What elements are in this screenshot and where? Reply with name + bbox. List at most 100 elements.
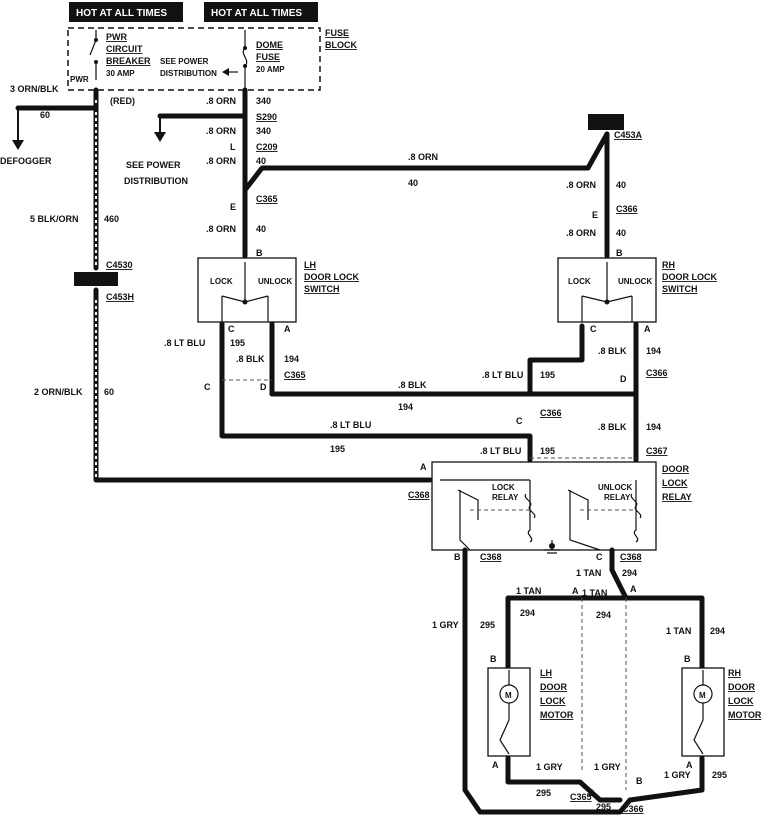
center-e: E (230, 202, 236, 212)
motor-gry4: 1 GRY (664, 770, 691, 780)
motor-c366: C366 (622, 804, 644, 814)
mid-blu: .8 LT BLU (330, 420, 371, 430)
left-red: (RED) (110, 96, 135, 106)
left-c4530: C4530 (106, 260, 133, 270)
lh-motor-m: M (505, 691, 512, 700)
left-wire-2: 2 ORN/BLK (34, 387, 83, 397)
lh-blk: .8 BLK (236, 354, 265, 364)
rh-c453a: C453A (614, 130, 643, 140)
rh-d: D (620, 374, 627, 384)
mid-195: 195 (330, 444, 345, 454)
rh-switch-c: C (590, 324, 597, 334)
center-s290: S290 (256, 112, 277, 122)
motor-294c: 294 (596, 610, 611, 620)
relay-lock-2: RELAY (492, 493, 519, 502)
motor-c365: C365 (570, 792, 592, 802)
relay-unlock-2: RELAY (604, 493, 631, 502)
lh-motor-1: LH (540, 668, 552, 678)
center-b: B (256, 248, 263, 258)
center-top-40: 40 (408, 178, 418, 188)
motor-b4: B (636, 776, 643, 786)
rh-195: 195 (540, 370, 555, 380)
motor-tan1: 1 TAN (576, 568, 601, 578)
center-see-power-2: DISTRIBUTION (124, 176, 188, 186)
rh-switch-title-3: SWITCH (662, 284, 698, 294)
breaker-label-2: CIRCUIT (106, 44, 143, 54)
motor-a2: A (630, 584, 637, 594)
rh-motor-1: RH (728, 668, 741, 678)
relay-title-2: LOCK (662, 478, 688, 488)
breaker-label-1: PWR (106, 32, 127, 42)
fuse-block-outline (67, 27, 321, 91)
motor-b1: B (490, 654, 497, 664)
relay-c368b: C368 (480, 552, 502, 562)
fuse-see-power-2: DISTRIBUTION (160, 69, 217, 78)
relay-title-3: RELAY (662, 492, 692, 502)
center-c365a: C365 (256, 194, 278, 204)
relay-lock-1: LOCK (492, 483, 515, 492)
rh-blk: .8 BLK (598, 346, 627, 356)
breaker-symbol (89, 30, 97, 80)
dome-fuse-symbol (242, 30, 248, 90)
mid-194b: 194 (646, 422, 661, 432)
motor-295b: 295 (536, 788, 551, 798)
header-hot-2: HOT AT ALL TIMES (211, 8, 302, 19)
center-orn-340a: .8 ORN (206, 96, 236, 106)
fuse-label-1: DOME (256, 40, 283, 50)
rh-motor-4: MOTOR (728, 710, 762, 720)
lh-c2: C (204, 382, 211, 392)
pwr-tag: PWR (70, 75, 89, 84)
mid-194: 194 (398, 402, 413, 412)
rh-orn-40b: .8 ORN (566, 228, 596, 238)
rh-e: E (592, 210, 598, 220)
lh-switch-c: C (228, 324, 235, 334)
motor-295c: 295 (596, 802, 611, 812)
lh-switch-a: A (284, 324, 291, 334)
header-box-1 (69, 2, 183, 22)
motor-294d: 294 (710, 626, 725, 636)
center-top-orn: .8 ORN (408, 152, 438, 162)
relay-internals (440, 479, 639, 551)
motor-295d: 295 (712, 770, 727, 780)
lh-motor-3: LOCK (540, 696, 566, 706)
fuse-label-2: FUSE (256, 52, 280, 62)
lh-switch-title-1: LH (304, 260, 316, 270)
lh-motor-4: MOTOR (540, 710, 574, 720)
motor-tan2: 1 TAN (516, 586, 541, 596)
rh-switch-lock: LOCK (568, 277, 591, 286)
rh-40b: 40 (616, 228, 626, 238)
mid-c: C (516, 416, 523, 426)
rh-motor-m: M (699, 691, 706, 700)
relay-title-1: DOOR (662, 464, 690, 474)
motor-294b: 294 (520, 608, 535, 618)
motor-gry1: 1 GRY (432, 620, 459, 630)
rh-switch-unlock: UNLOCK (618, 277, 652, 286)
motor-gry3: 1 GRY (594, 762, 621, 772)
center-40b: 40 (256, 224, 266, 234)
mid-c367: C367 (646, 446, 668, 456)
header-box-2 (204, 2, 318, 22)
wire-295-lh-bottom (505, 755, 623, 803)
connector-c453a (588, 114, 624, 130)
rh-b: B (616, 248, 623, 258)
mid-195b: 195 (540, 446, 555, 456)
motor-b3: B (588, 788, 595, 798)
wire-294-rh (623, 595, 705, 671)
rh-motor-3: LOCK (728, 696, 754, 706)
left-60b: 60 (104, 387, 114, 397)
wire-40-cross (242, 131, 610, 193)
fuse-amp: 20 AMP (256, 65, 285, 74)
center-orn-340b: .8 ORN (206, 126, 236, 136)
center-340b: 340 (256, 126, 271, 136)
relay-b: B (454, 552, 461, 562)
fuse-see-power-1: SEE POWER (160, 57, 209, 66)
relay-unlock-1: UNLOCK (598, 483, 632, 492)
center-340a: 340 (256, 96, 271, 106)
lh-blu: .8 LT BLU (164, 338, 205, 348)
relay-c: C (596, 552, 603, 562)
lh-switch-title-3: SWITCH (304, 284, 340, 294)
motor-a3: A (492, 760, 499, 770)
left-c453h: C453H (106, 292, 134, 302)
